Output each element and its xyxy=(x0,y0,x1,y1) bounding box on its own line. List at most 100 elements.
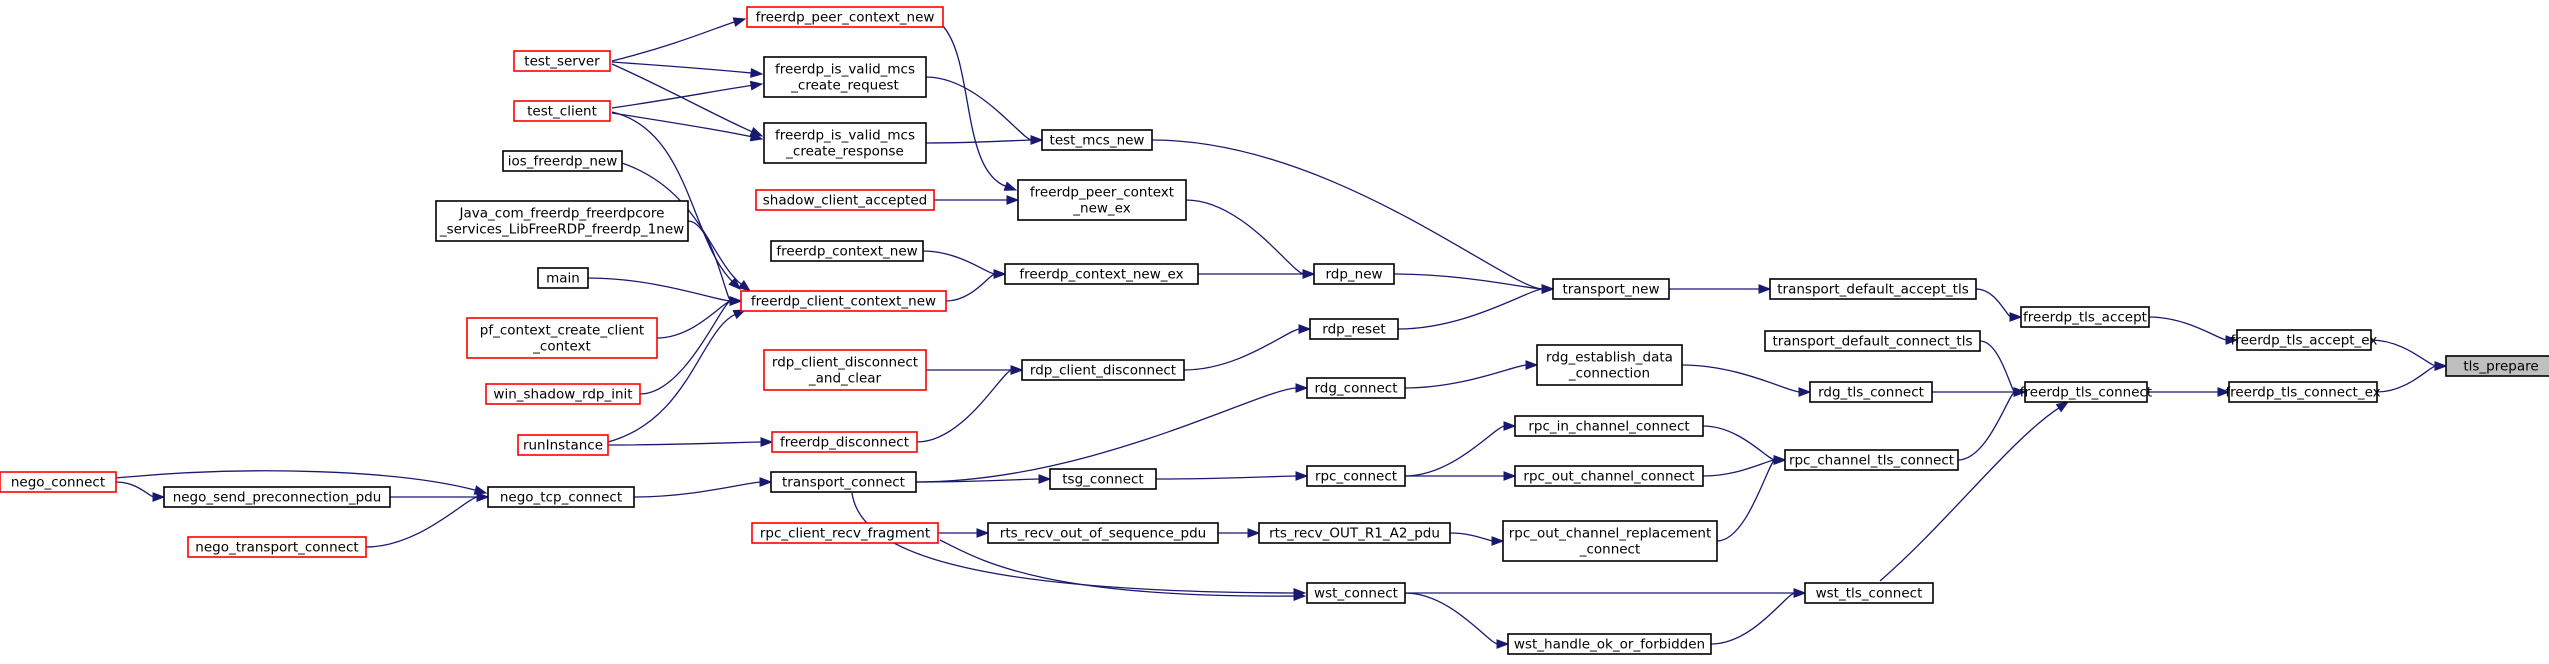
node-label: freerdp_disconnect xyxy=(780,435,909,451)
node-nego-send-preconnection-pdu[interactable]: nego_send_preconnection_pdu xyxy=(163,486,391,508)
node-wst-connect[interactable]: wst_connect xyxy=(1306,582,1406,604)
node-freerdp-peer-context-new[interactable]: freerdp_peer_context_new xyxy=(746,6,944,28)
node-rdp-new[interactable]: rdp_new xyxy=(1313,263,1395,285)
node-transport-default-connect-tls[interactable]: transport_default_connect_tls xyxy=(1764,330,1981,352)
node-main[interactable]: main xyxy=(537,267,589,289)
edge-runInstance-to-freerdp_client_context_new xyxy=(607,309,747,443)
node-rdp-client-disconnect[interactable]: rdp_client_disconnect xyxy=(1021,359,1185,381)
node-freerdp-tls-accept-ex[interactable]: freerdp_tls_accept_ex xyxy=(2231,329,2378,351)
node-nego-connect[interactable]: nego_connect xyxy=(0,471,117,493)
edge-rpc_in_channel_connect-to-rpc_channel_tls_connect xyxy=(1702,425,1787,465)
node-label: rdp_new xyxy=(1325,267,1382,283)
edge-rdp_client_disconnect-to-rdp_reset xyxy=(1183,324,1312,371)
node-rdg-establish-data-connection[interactable]: rdg_establish_data_connection xyxy=(1536,344,1683,386)
node-box xyxy=(1258,522,1451,544)
node-runinstance[interactable]: runInstance xyxy=(517,434,609,456)
node-box xyxy=(187,536,367,558)
node-box xyxy=(1309,318,1399,340)
node-label: freerdp_tls_accept_ex xyxy=(2231,333,2378,349)
edge-java_com_freerdp_new-to-freerdp_client_context_new xyxy=(687,220,743,306)
edge-rpc_out_channel_replacement_connect-to-rpc_channel_tls_connect xyxy=(1716,455,1787,542)
node-box xyxy=(1313,263,1395,285)
edge-rpc_client_recv_fragment-to-rts_recv_out_of_sequence_pdu xyxy=(938,528,990,538)
node-transport-connect[interactable]: transport_connect xyxy=(770,471,917,493)
edge-rdp_new-to-transport_new xyxy=(1393,273,1555,294)
node-freerdp-tls-connect-ex[interactable]: freerdp_tls_connect_ex xyxy=(2225,381,2381,403)
edge-transport_default_accept_tls-to-freerdp_tls_accept xyxy=(1975,288,2023,322)
node-label: ios_freerdp_new xyxy=(508,154,618,170)
node-rdg-tls-connect[interactable]: rdg_tls_connect xyxy=(1809,381,1933,403)
node-box xyxy=(763,56,927,98)
edge-transport_connect-to-rdg_connect xyxy=(915,383,1309,483)
node-label: freerdp_peer_context xyxy=(1030,185,1174,201)
node-freerdp-peer-context-new-ex[interactable]: freerdp_peer_context_new_ex xyxy=(1017,179,1187,221)
node-box xyxy=(1049,468,1157,490)
node-freerdp-disconnect[interactable]: freerdp_disconnect xyxy=(771,431,918,453)
node-win-shadow-rdp-init[interactable]: win_shadow_rdp_init xyxy=(485,383,641,405)
node-rpc-connect[interactable]: rpc_connect xyxy=(1306,465,1406,487)
edge-freerdp_tls_connect-to-freerdp_tls_connect_ex xyxy=(2147,387,2231,397)
node-rpc-out-channel-replacement-connect[interactable]: rpc_out_channel_replacement_connect xyxy=(1502,520,1718,562)
node-pf-context-create-client-context[interactable]: pf_context_create_client_context xyxy=(466,317,658,359)
node-rpc-in-channel-connect[interactable]: rpc_in_channel_connect xyxy=(1514,415,1704,437)
node-box xyxy=(1809,381,1933,403)
node-nego-transport-connect[interactable]: nego_transport_connect xyxy=(187,536,367,558)
node-label: shadow_client_accepted xyxy=(763,193,927,209)
node-nego-tcp-connect[interactable]: nego_tcp_connect xyxy=(487,486,635,508)
edge-freerdp_disconnect-to-rdp_client_disconnect xyxy=(916,365,1024,443)
node-label: freerdp_is_valid_mcs xyxy=(775,128,915,144)
node-freerdp-context-new-ex[interactable]: freerdp_context_new_ex xyxy=(1004,263,1199,285)
node-transport-default-accept-tls[interactable]: transport_default_accept_tls xyxy=(1769,278,1977,300)
node-label: wst_handle_ok_or_forbidden xyxy=(1514,637,1705,653)
node-rpc-out-channel-connect[interactable]: rpc_out_channel_connect xyxy=(1514,465,1704,487)
node-freerdp-client-context-new[interactable]: freerdp_client_context_new xyxy=(740,290,947,312)
node-ios-freerdp-new[interactable]: ios_freerdp_new xyxy=(502,150,623,172)
node-test-mcs-new[interactable]: test_mcs_new xyxy=(1041,129,1153,151)
node-label: rdg_establish_data xyxy=(1546,350,1673,366)
node-wst-tls-connect[interactable]: wst_tls_connect xyxy=(1804,582,1934,604)
node-test-client[interactable]: test_client xyxy=(513,100,611,122)
edge-rdg_connect-to-rdg_establish_data_connection xyxy=(1404,360,1539,389)
node-label: freerdp_peer_context_new xyxy=(756,10,935,26)
node-box xyxy=(1041,129,1153,151)
node-freerdp-tls-connect[interactable]: freerdp_tls_connect xyxy=(2020,381,2152,403)
node-freerdp-context-new[interactable]: freerdp_context_new xyxy=(770,240,924,262)
node-label: rdp_client_disconnect xyxy=(1030,363,1176,379)
node-rts-recv-out-of-sequence-pdu[interactable]: rts_recv_out_of_sequence_pdu xyxy=(987,522,1219,544)
node-label: rts_recv_out_of_sequence_pdu xyxy=(1000,526,1206,542)
node-rpc-channel-tls-connect[interactable]: rpc_channel_tls_connect xyxy=(1784,449,1959,471)
node-freerdp-is-valid-mcs-create-response[interactable]: freerdp_is_valid_mcs_create_response xyxy=(763,122,927,164)
node-label: rdp_client_disconnect xyxy=(772,355,918,371)
node-freerdp-tls-accept[interactable]: freerdp_tls_accept xyxy=(2020,306,2150,328)
node-box xyxy=(513,100,611,122)
node-tsg-connect[interactable]: tsg_connect xyxy=(1049,468,1157,490)
node-transport-new[interactable]: transport_new xyxy=(1552,278,1670,300)
node-rpc-client-recv-fragment[interactable]: rpc_client_recv_fragment xyxy=(751,522,939,544)
node-label: wst_tls_connect xyxy=(1816,586,1923,602)
node-box xyxy=(1306,582,1406,604)
edge-win_shadow_rdp_init-to-freerdp_client_context_new xyxy=(639,296,743,395)
node-rdg-connect[interactable]: rdg_connect xyxy=(1306,377,1406,399)
node-label: transport_connect xyxy=(782,475,905,491)
node-rdp-reset[interactable]: rdp_reset xyxy=(1309,318,1399,340)
node-box xyxy=(1784,449,1959,471)
node-label: tsg_connect xyxy=(1062,472,1143,488)
node-label: _create_request xyxy=(790,78,899,94)
edge-transport_new-to-transport_default_accept_tls xyxy=(1669,284,1772,294)
node-java-com-freerdp-new[interactable]: Java_com_freerdp_freerdpcore_services_Li… xyxy=(435,200,689,242)
node-label: rpc_connect xyxy=(1315,469,1397,485)
node-box xyxy=(537,267,589,289)
node-box xyxy=(1502,520,1718,562)
node-rdp-client-disconnect-and-clear[interactable]: rdp_client_disconnect_and_clear xyxy=(763,349,927,391)
node-shadow-client-accepted[interactable]: shadow_client_accepted xyxy=(755,189,935,211)
node-label: rpc_client_recv_fragment xyxy=(760,526,930,542)
node-test-server[interactable]: test_server xyxy=(513,50,611,72)
edge-transport_connect-to-wst_connect xyxy=(851,492,1307,598)
edge-transport_default_connect_tls-to-freerdp_tls_connect xyxy=(1979,340,2027,397)
edge-test_client-to-freerdp_is_valid_mcs_create_response xyxy=(611,112,764,142)
node-wst-handle-ok-or-forbidden[interactable]: wst_handle_ok_or_forbidden xyxy=(1507,633,1712,655)
node-rts-recv-out-r1-a2-pdu[interactable]: rts_recv_OUT_R1_A2_pdu xyxy=(1258,522,1451,544)
edge-rpc_client_recv_fragment-to-wst_connect xyxy=(939,539,1307,602)
node-freerdp-is-valid-mcs-create-request[interactable]: freerdp_is_valid_mcs_create_request xyxy=(763,56,927,98)
